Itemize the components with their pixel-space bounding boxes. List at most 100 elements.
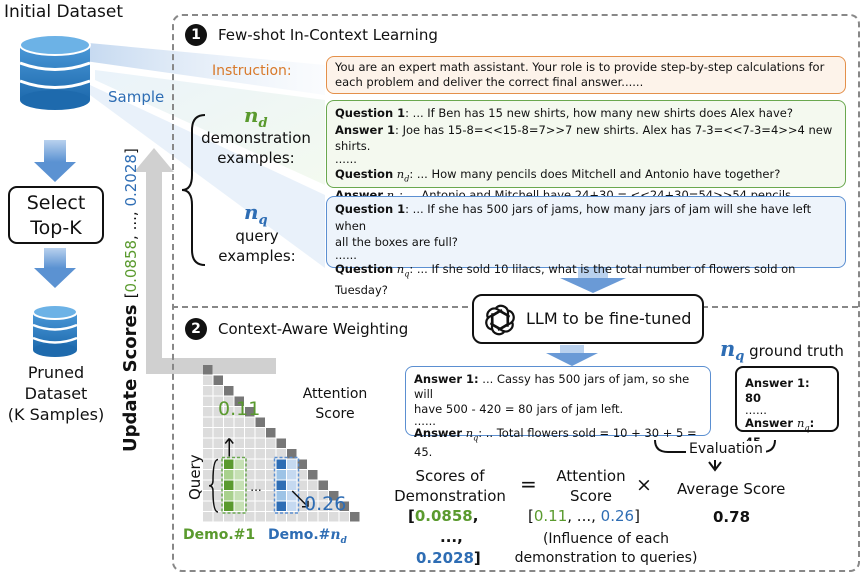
- influence-line1: (Influence of each: [542, 531, 670, 547]
- attention-cell: [297, 470, 307, 480]
- demo-a1: Answer 1: Joe has 15-8=<<15-8=7>>7 new s…: [335, 122, 837, 155]
- llm-label: LLM to be fine-tuned: [526, 309, 692, 328]
- query-ellipsis: ......: [335, 247, 357, 262]
- demo-q1: Question 1: ... If Ben has 15 new shirts…: [335, 105, 837, 122]
- attention-cell: [234, 501, 244, 511]
- attention-cell: [276, 438, 286, 448]
- evaluation-label: Evaluation: [686, 441, 766, 457]
- attention-cell: [266, 459, 276, 469]
- attention-matrix: ...: [203, 365, 360, 522]
- query-label-line1: query: [235, 227, 279, 245]
- demo-nd-sub: d: [340, 535, 347, 546]
- attention-cell: [224, 386, 234, 396]
- attention-score-label: Attention Score: [300, 384, 370, 424]
- attention-cell: [276, 512, 286, 522]
- ellipsis-mark: ...: [250, 480, 261, 494]
- sym-n: n: [465, 426, 474, 440]
- attention-cell: [245, 501, 255, 511]
- attention-cell: [224, 428, 234, 438]
- attention-highlight: [221, 456, 247, 514]
- attention-cell: [213, 386, 223, 396]
- demo-qn: Question nd: ... How many pencils does M…: [335, 166, 837, 188]
- query-label: query examples:: [212, 226, 302, 266]
- attention-label-line2: Score: [315, 406, 355, 422]
- demo-a1-label: Answer 1: [335, 122, 396, 137]
- attention-cell: [287, 470, 297, 480]
- attention-cell: [339, 512, 349, 522]
- attention-cell: [213, 501, 223, 511]
- instruction-label: Instruction:: [212, 63, 292, 79]
- as-mid: , ...,: [567, 507, 601, 525]
- attention-cell: [266, 480, 276, 490]
- pruned-dataset-label: Pruned Dataset (K Samples): [0, 362, 112, 425]
- sd-value-1: 0.0858: [414, 507, 473, 525]
- attention-cell: [234, 512, 244, 522]
- demo-qn-label: Question: [335, 166, 394, 181]
- attention-cell: [255, 438, 265, 448]
- sym-sub: q: [804, 423, 810, 433]
- attention-cell: [203, 459, 213, 469]
- attention-cell: [213, 375, 223, 385]
- model-answer-n: Answer nq: .. Total flowers sold = 10 + …: [414, 426, 702, 460]
- score-026: 0.26: [304, 493, 347, 515]
- attention-cell: [297, 512, 307, 522]
- as-open: [: [528, 507, 534, 525]
- ground-truth-box: Answer 1: 80 ...... Answer nq: 45: [735, 366, 839, 449]
- attention-cell: [255, 470, 265, 480]
- select-top-k-line2: Top-K: [30, 217, 82, 239]
- model-answer-n-sym: nq: [465, 426, 479, 442]
- model-answer-n-text: : .. Total flowers sold = 10 + 30 + 5 = …: [414, 426, 697, 460]
- attention-cell: [213, 491, 223, 501]
- attention-cell: [276, 449, 286, 459]
- attention-cell: [245, 512, 255, 522]
- attention-cell: [203, 386, 213, 396]
- attention-cell: [255, 501, 265, 511]
- model-answer-ellipsis: ......: [414, 414, 436, 428]
- gt-answer-n-label: Answer: [745, 416, 794, 430]
- equals-sign: =: [520, 472, 537, 496]
- attention-cell: [203, 512, 213, 522]
- model-answer-n-label: Answer: [414, 426, 463, 440]
- arrow-line: [291, 490, 309, 508]
- step-1-badge: 1: [185, 24, 207, 46]
- demo-qn-sym: nd: [397, 167, 410, 183]
- query-axis-label: Query: [186, 454, 204, 500]
- nq-symbol: nq: [244, 200, 268, 228]
- demo-1-label: Demo.#1: [183, 527, 256, 543]
- query-qn-label: Question: [335, 261, 394, 276]
- query-q1-label: Question 1: [335, 202, 406, 216]
- attention-cell: [203, 396, 213, 406]
- left-brace: [181, 114, 206, 266]
- attention-cell: [308, 491, 318, 501]
- attention-cell: [266, 491, 276, 501]
- attention-score-formula-label: Attention Score: [546, 466, 636, 506]
- attention-cell: [266, 470, 276, 480]
- attention-cell: [276, 470, 286, 480]
- attn-score-line2: Score: [569, 487, 612, 505]
- pruned-line3: (K Samples): [7, 405, 105, 424]
- gt-ellipsis: ......: [745, 403, 767, 417]
- attention-cell: [213, 459, 223, 469]
- attention-cell: [287, 449, 297, 459]
- gt-answer-1: Answer 1: 80: [745, 376, 810, 405]
- attention-cell: [234, 480, 244, 490]
- attention-cell: [339, 501, 349, 511]
- attention-cell: [234, 449, 244, 459]
- attention-cell: [255, 449, 265, 459]
- times-sign: ×: [636, 474, 652, 496]
- attention-cell: [255, 512, 265, 522]
- attention-cell: [245, 417, 255, 427]
- query-q1: Question 1: ... If she has 500 jars of j…: [335, 201, 837, 234]
- nq-n: n: [244, 200, 259, 224]
- initial-dataset-label: Initial Dataset: [4, 2, 124, 22]
- average-score-value: 0.78: [713, 508, 751, 526]
- attention-cell: [287, 459, 297, 469]
- demo-scores-values: [0.0858, ..., 0.2028]: [408, 506, 498, 569]
- attention-cell: [203, 428, 213, 438]
- sym-sub: q: [404, 268, 410, 278]
- as-value-1: 0.11: [533, 507, 568, 525]
- influence-note: (Influence of each demonstration to quer…: [506, 530, 706, 568]
- attention-cell: [224, 491, 234, 501]
- attention-cell: [234, 470, 244, 480]
- step-2-badge: 2: [185, 318, 207, 340]
